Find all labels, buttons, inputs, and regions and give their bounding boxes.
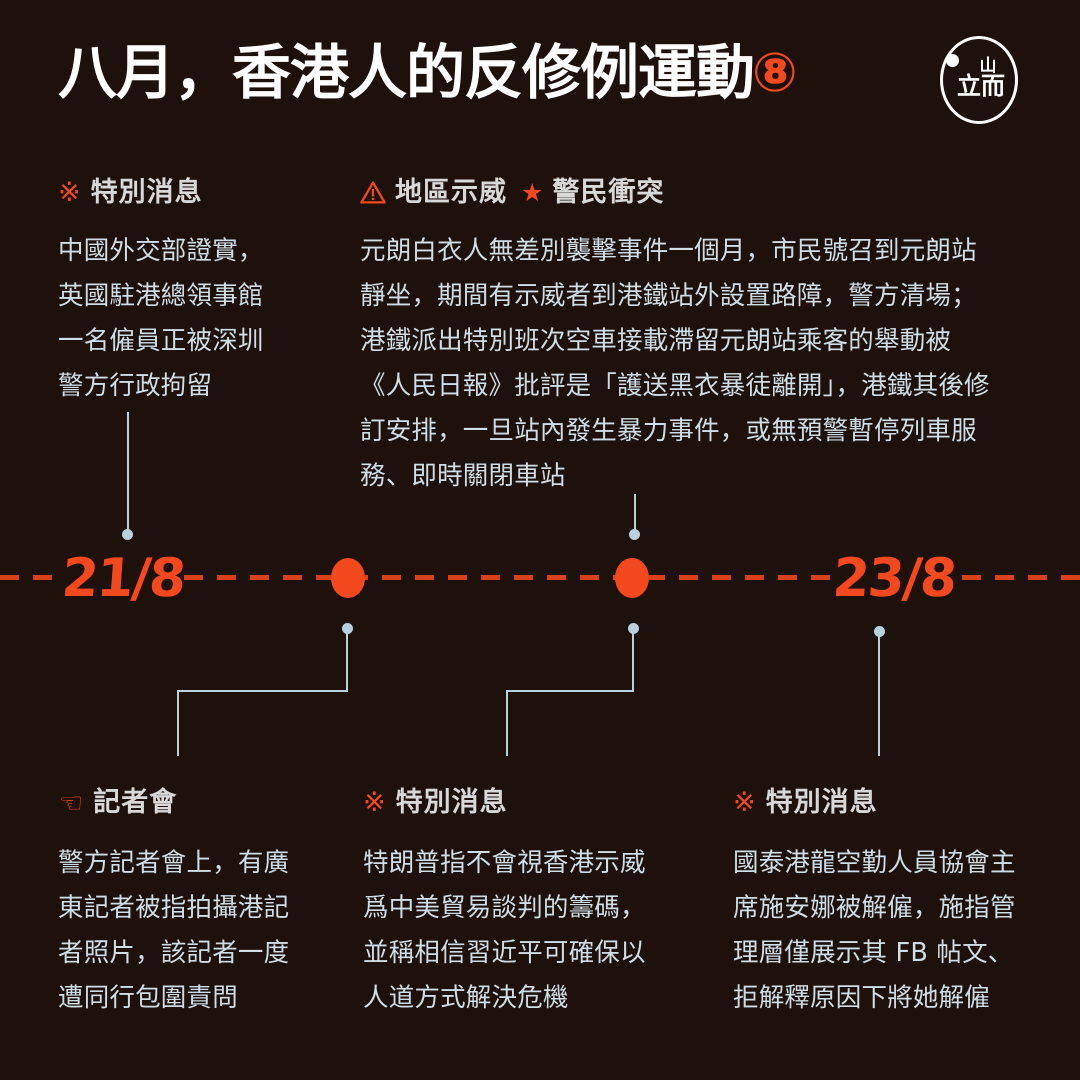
section-bottom-center-label: 特別消息 (395, 787, 508, 818)
connector-top-left-line (127, 412, 129, 534)
section-top-center-body: 元朗白衣人無差別襲擊事件一個月，市民號召到元朗站 靜坐，期間有示威者到港鐵站外設… (360, 229, 990, 499)
timeline-date-23-8: 23/8 (830, 548, 958, 609)
section-bottom-right-heading: ※ 特別消息 (733, 780, 1016, 819)
body-line: 者照片，該記者一度 (58, 938, 290, 968)
connector-bottom-left-v1 (346, 630, 348, 691)
asterisk-icon: ※ (363, 787, 387, 818)
section-top-center-label2: 警民衝突 (552, 177, 665, 208)
logo-mark-bottom: 立而 (957, 72, 1005, 100)
connector-bottom-center-dot (628, 623, 639, 634)
body-line: 《人民日報》批評是「護送黑衣暴徒離開」，港鐵其後修 (360, 371, 990, 401)
connector-bottom-center-v2 (506, 690, 508, 756)
connector-bottom-center-v1 (632, 630, 634, 691)
section-bottom-left-body: 警方記者會上，有廣 東記者被指拍攝港記 者照片，該記者一度 遭同行包圍責問 (58, 841, 289, 1021)
axis-segment-middle (184, 575, 836, 580)
logo-mark: 山 立而 (955, 58, 1007, 106)
section-bottom-right-body: 國泰港龍空勤人員協會主 席施安娜被解僱，施指管 理層僅展示其 FB 帖文、 拒解… (733, 841, 1016, 1021)
body-line: 拒解釋原因下將她解僱 (733, 983, 991, 1013)
connector-top-center-line (634, 494, 636, 534)
body-line: 國泰港龍空勤人員協會主 (733, 848, 1016, 878)
section-bottom-right-label: 特別消息 (765, 787, 878, 818)
body-line: 英國駐港總領事館 (58, 281, 264, 311)
body-line: 理層僅展示其 FB 帖文、 (733, 938, 1014, 968)
body-line: 並稱相信習近平可確保以 (363, 938, 646, 968)
section-top-left-label: 特別消息 (90, 177, 203, 208)
issue-badge: ⑧ (752, 41, 798, 104)
section-top-left-body: 中國外交部證實， 英國駐港總領事館 一名僱員正被深圳 警方行政拘留 (58, 229, 264, 409)
section-top-center-label: 地區示威 (395, 177, 507, 208)
connector-bottom-right-dot (874, 626, 885, 637)
connector-bottom-left-h (177, 690, 348, 692)
body-line: 人道方式解決危機 (363, 983, 569, 1013)
timeline-axis (0, 575, 1080, 580)
body-line: 務、即時關閉車站 (360, 461, 566, 491)
hk01-logo: 山 立而 (940, 36, 1022, 128)
body-line: 中國外交部證實， (58, 236, 264, 266)
star-icon: ★ (521, 178, 545, 207)
body-line: 遭同行包圍責問 (58, 983, 238, 1013)
body-line: 特朗普指不會視香港示威 (363, 848, 646, 878)
section-top-center: 地區示威 ★警民衝突 元朗白衣人無差別襲擊事件一個月，市民號召到元朗站 靜坐，期間… (360, 170, 990, 491)
logo-ring (940, 36, 1018, 124)
section-bottom-center-body: 特朗普指不會視香港示威 爲中美貿易談判的籌碼， 並稱相信習近平可確保以 人道方式… (363, 841, 646, 1021)
timeline-marker-dot-1 (331, 558, 365, 598)
body-line: 一名僱員正被深圳 (58, 326, 264, 356)
body-line: 席施安娜被解僱，施指管 (733, 893, 1016, 923)
section-bottom-left: ☞ 記者會 警方記者會上，有廣 東記者被指拍攝港記 者照片，該記者一度 遭同行包圍… (58, 780, 289, 1013)
logo-mark-top: 山 (979, 56, 997, 76)
connector-top-left-dot (122, 529, 133, 540)
axis-segment-left (0, 575, 58, 580)
section-bottom-left-heading: ☞ 記者會 (58, 780, 289, 819)
section-top-center-heading: 地區示威 ★警民衝突 (360, 170, 990, 209)
section-top-left-heading: ※ 特別消息 (58, 170, 264, 209)
body-line: 元朗白衣人無差別襲擊事件一個月，市民號召到元朗站 (360, 236, 977, 266)
header: 八月，香港人的反修例運動⑧ 山 立而 (0, 0, 1080, 150)
body-line: 靜坐，期間有示威者到港鐵站外設置路障，警方清場； (360, 281, 977, 311)
body-line: 警方行政拘留 (58, 371, 213, 401)
body-line: 港鐵派出特別班次空車接載滯留元朗站乘客的舉動被 (360, 326, 952, 356)
body-line: 東記者被指拍攝港記 (58, 893, 290, 923)
section-bottom-center-heading: ※ 特別消息 (363, 780, 646, 819)
connector-bottom-left-dot (342, 623, 353, 634)
warning-triangle-icon (360, 181, 386, 204)
pointing-hand-icon: ☞ (58, 788, 84, 819)
section-bottom-left-label: 記者會 (93, 787, 178, 818)
connector-bottom-center-h (506, 690, 634, 692)
connector-bottom-left-v2 (177, 690, 179, 756)
connector-bottom-right-v (878, 633, 880, 756)
timeline-marker-dot-2 (615, 558, 649, 598)
asterisk-icon: ※ (58, 177, 82, 208)
page-title-text: 八月，香港人的反修例運動 (58, 38, 755, 107)
asterisk-icon: ※ (733, 787, 757, 818)
body-line: 爲中美貿易談判的籌碼， (363, 893, 646, 923)
page-title: 八月，香港人的反修例運動⑧ (58, 41, 798, 104)
connector-top-center-dot (629, 529, 640, 540)
timeline-date-21-8: 21/8 (59, 548, 187, 609)
body-line: 訂安排，一旦站內發生暴力事件，或無預警暫停列車服 (360, 416, 977, 446)
body-line: 警方記者會上，有廣 (58, 848, 290, 878)
section-top-left: ※ 特別消息 中國外交部證實， 英國駐港總領事館 一名僱員正被深圳 警方行政拘留 (58, 170, 264, 401)
axis-segment-right (962, 575, 1080, 580)
logo-dot (946, 54, 959, 67)
section-bottom-right: ※ 特別消息 國泰港龍空勤人員協會主 席施安娜被解僱，施指管 理層僅展示其 FB … (733, 780, 1016, 1013)
section-bottom-center: ※ 特別消息 特朗普指不會視香港示威 爲中美貿易談判的籌碼， 並稱相信習近平可確保… (363, 780, 646, 1013)
